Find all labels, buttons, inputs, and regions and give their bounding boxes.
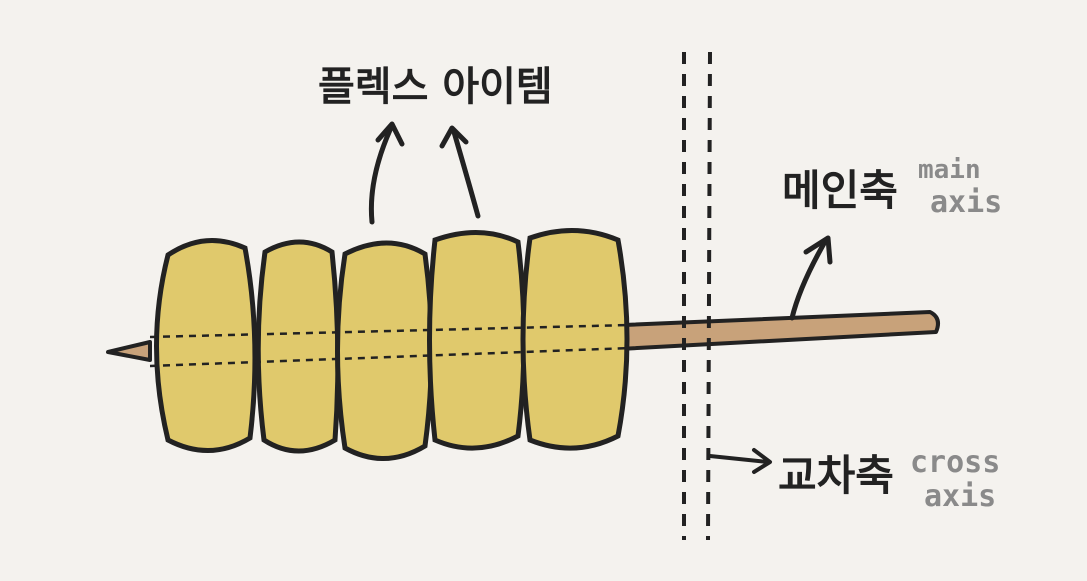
flex-item-5 — [520, 228, 630, 451]
flex-items-arrows — [368, 121, 481, 225]
arrow-up-icon — [451, 129, 481, 219]
arrow-up-right-icon — [789, 237, 829, 321]
flex-item-3 — [335, 240, 434, 461]
flex-items-label: 플렉스 아이템 — [318, 64, 553, 110]
flex-item-4 — [427, 230, 527, 451]
flex-item-2 — [255, 239, 341, 454]
main-axis-label-en-1: main — [918, 155, 981, 185]
flex-items — [154, 228, 630, 461]
cross-axis-arrow — [708, 448, 772, 474]
main-axis-label-ko: 메인축 — [782, 166, 898, 215]
cross-axis-lines — [682, 51, 712, 541]
flex-item-1 — [154, 237, 258, 453]
cross-axis-label-ko: 교차축 — [778, 451, 894, 500]
hidden-stick-lines — [149, 323, 631, 368]
main-axis-arrow — [789, 235, 833, 321]
main-axis-label-en-2: axis — [930, 185, 1002, 220]
arrow-up-icon — [368, 127, 393, 225]
arrow-right-icon — [708, 454, 770, 464]
cross-axis-label-en-2: axis — [924, 479, 996, 514]
cross-axis-label-en-1: cross — [910, 445, 1000, 480]
